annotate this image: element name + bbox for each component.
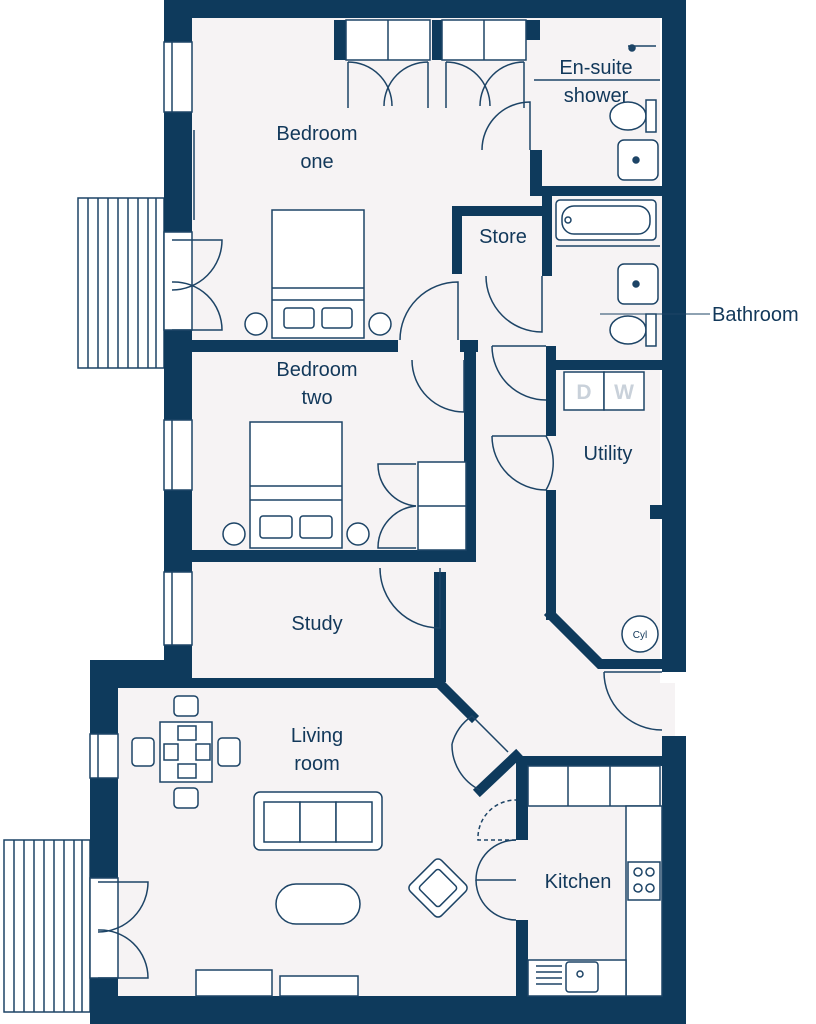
bathroom-label: Bathroom [712,304,799,326]
ensuite-label-line2: shower [564,85,629,107]
dishwasher-label: D [576,381,591,404]
balcony-icon [3,839,91,1013]
living-room-label-line2: room [294,753,340,775]
basin-icon [617,263,659,305]
bedroom-one-label: Bedroom [276,123,357,145]
living-room-label: Living [291,725,343,747]
tv-unit-icon [195,969,359,997]
ensuite-label: En-suite [559,57,632,79]
bedroom-one-label-line2: one [300,151,333,173]
cylinder-label: Cyl [633,630,647,641]
dining-table-icon [131,695,241,809]
appliance-boxes [563,371,659,653]
balcony-icon [77,197,165,369]
sink-icon [536,961,599,993]
study-label: Study [291,613,342,635]
window-icon [89,41,195,779]
armchair-icon [408,858,468,918]
diagonal-walls [432,607,667,798]
bed-icon [244,209,392,339]
basin-icon [617,139,659,181]
wardrobe-icon [345,19,527,551]
sofa-icon [253,791,383,851]
utility-label: Utility [584,443,633,465]
bedroom-two-label-line2: two [301,387,332,409]
toilet-icon [609,313,657,347]
store-label: Store [479,226,527,248]
toilet-icon [609,99,657,133]
bath-icon [555,199,660,247]
shower-icon [534,44,660,81]
floor-area [115,18,675,998]
kitchen-label: Kitchen [545,871,612,893]
door-swing-icon [89,231,223,979]
door-swing-icon [379,101,663,921]
bedroom-two-label: Bedroom [276,359,357,381]
bed-icon [222,421,370,549]
coffee-table-icon [275,883,361,925]
hob-icon [627,861,661,901]
washer-label: W [614,381,634,404]
